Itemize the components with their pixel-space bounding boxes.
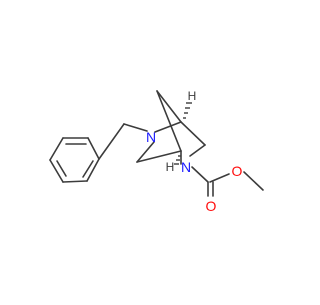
bond-bridgehead-to-bridge: [156, 90, 182, 123]
bond-ring-2: [87, 137, 100, 160]
bond-c-left-to-bridgehead: [136, 150, 182, 163]
bond-ring-6: [49, 137, 64, 161]
stereo-hash-top: [183, 102, 192, 119]
bond-ring-5: [49, 159, 64, 183]
bond-n-to-carbonyl-c: [191, 166, 209, 183]
bond-bridge-to-bridgehead: [156, 90, 182, 152]
atom-label-h-bottom: H: [166, 160, 175, 174]
bond-ring-inner-3: [56, 160, 67, 177]
atom-label-h-top: H: [188, 89, 197, 103]
molecule-diagram: N N O O H H: [0, 0, 300, 300]
structure-canvas: N N O O H H: [0, 0, 300, 300]
atom-label-n-benzyl: N: [146, 129, 156, 145]
bond-ring-to-ch2: [98, 123, 125, 160]
bond-n-to-c-top: [154, 121, 182, 133]
bond-bridgehead-to-c-right: [180, 121, 206, 146]
bond-carbonyl-c-to-o: [209, 173, 230, 183]
bond-ring-3: [86, 158, 100, 182]
bond-n-to-c-left: [136, 141, 155, 163]
bond-ring-4: [62, 180, 88, 183]
atom-label-o-carbonyl: O: [206, 198, 217, 214]
bond-ring-inner-2: [82, 160, 94, 178]
bond-c-right-to-n: [189, 144, 206, 157]
bond-ch2-to-n: [123, 123, 148, 132]
stereo-hash-bottom: [174, 155, 181, 165]
background: [0, 0, 300, 300]
atom-label-n-carbamate: N: [181, 159, 191, 175]
atom-label-o-ether: O: [232, 163, 243, 179]
bond-o-to-methyl: [243, 171, 264, 191]
bond-layer: [49, 90, 264, 197]
